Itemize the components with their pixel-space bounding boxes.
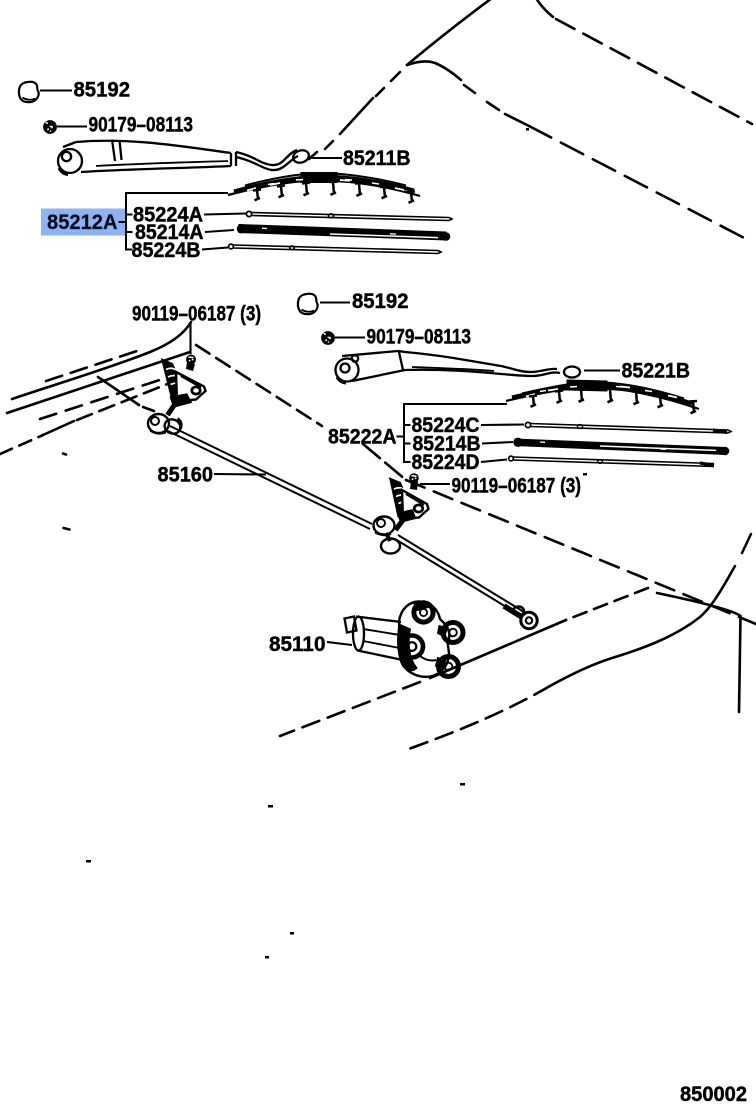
svg-text:85222A: 85222A [328,426,397,449]
svg-text:85160: 85160 [158,464,214,487]
svg-text:90179–08113: 90179–08113 [89,114,194,137]
svg-text:85224B: 85224B [132,239,201,262]
svg-text:90179–08113: 90179–08113 [367,326,472,349]
svg-text:85224A: 85224A [133,204,203,227]
svg-text:85214A: 85214A [135,221,204,244]
svg-text:85224C: 85224C [412,414,480,437]
svg-text:850002: 850002 [680,1083,747,1106]
svg-text:85192: 85192 [74,79,131,102]
svg-text:85110: 85110 [269,633,326,656]
svg-text:85224D: 85224D [412,451,480,474]
svg-text:85214B: 85214B [413,433,481,456]
svg-text:85192: 85192 [352,290,409,313]
svg-text:85221B: 85221B [622,360,691,383]
svg-text:85212A: 85212A [47,211,118,234]
svg-text:90119–06187 (3): 90119–06187 (3) [132,303,261,326]
svg-text:85211B: 85211B [343,147,411,170]
svg-text:90119–06187 (3): 90119–06187 (3) [452,475,582,498]
